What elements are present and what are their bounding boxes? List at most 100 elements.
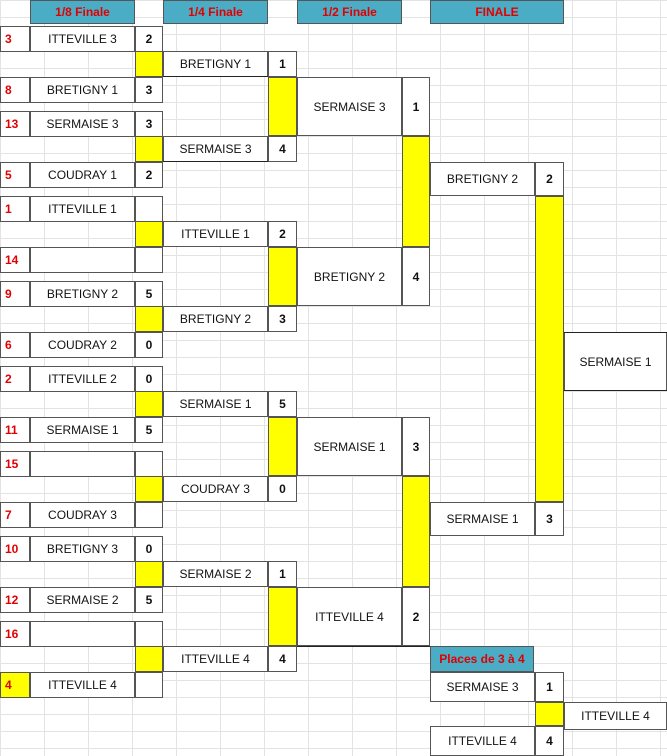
bracket-connector: [268, 587, 297, 646]
team-name: COUDRAY 3: [163, 476, 268, 502]
team-name: SERMAISE 1: [430, 502, 535, 536]
team-name: ITTEVILLE 1: [30, 196, 135, 222]
bracket-connector: [135, 646, 163, 672]
score: 3: [535, 502, 564, 536]
team-name: ITTEVILLE 3: [30, 26, 135, 52]
score: 4: [402, 247, 430, 306]
score: 2: [135, 26, 163, 52]
score: 5: [135, 417, 163, 443]
seed-number: 10: [0, 536, 30, 562]
seed-number: 14: [0, 247, 30, 273]
team-name: BRETIGNY 2: [163, 306, 268, 332]
bracket-line: [163, 76, 268, 77]
team-name: COUDRAY 1: [30, 162, 135, 188]
bracket-connector: [135, 306, 163, 332]
team-name: SERMAISE 1: [163, 391, 268, 417]
round-header: 1/8 Finale: [30, 0, 135, 24]
seed-number: 8: [0, 77, 30, 103]
score: 3: [135, 77, 163, 103]
bracket-line: [297, 646, 430, 647]
score: [135, 247, 163, 273]
bracket-connector: [135, 221, 163, 247]
score: 5: [135, 281, 163, 307]
team-name: BRETIGNY 2: [30, 281, 135, 307]
score: 2: [268, 221, 297, 247]
bracket-connector: [135, 51, 163, 77]
seed-number: 1: [0, 196, 30, 222]
bracket-connector: [268, 417, 297, 476]
round-header: 1/2 Finale: [297, 0, 402, 24]
team-name: [30, 621, 135, 647]
team-name: COUDRAY 3: [30, 502, 135, 528]
team-name: COUDRAY 2: [30, 332, 135, 358]
team-name: ITTEVILLE 4: [163, 646, 268, 672]
team-name: SERMAISE 3: [297, 77, 402, 136]
score: 5: [268, 391, 297, 417]
seed-number: 9: [0, 281, 30, 307]
bracket-connector: [535, 196, 564, 502]
team-name: SERMAISE 2: [163, 561, 268, 587]
bracket-connector: [268, 77, 297, 136]
score: [135, 196, 163, 222]
score: 0: [135, 366, 163, 392]
seed-number: 4: [0, 672, 30, 698]
score: 2: [402, 587, 430, 646]
score: 3: [402, 417, 430, 476]
team-name: ITTEVILLE 4: [30, 672, 135, 698]
bracket-connector: [535, 702, 564, 726]
round-header: FINALE: [430, 0, 564, 24]
team-name: [30, 451, 135, 477]
seed-number: 5: [0, 162, 30, 188]
bracket-connector: [402, 136, 430, 247]
bracket-connector: [135, 391, 163, 417]
round-header: 1/4 Finale: [163, 0, 268, 24]
team-name: BRETIGNY 1: [163, 51, 268, 77]
score: [135, 451, 163, 477]
bracket-connector: [402, 476, 430, 587]
seed-number: 2: [0, 366, 30, 392]
score: 4: [535, 726, 564, 756]
seed-number: 6: [0, 332, 30, 358]
team-name: SERMAISE 2: [30, 587, 135, 613]
bracket-line: [163, 161, 268, 162]
score: 4: [268, 646, 297, 672]
seed-number: 11: [0, 417, 30, 443]
bracket-line: [564, 390, 667, 391]
score: 1: [402, 77, 430, 136]
score: 0: [268, 476, 297, 502]
team-name: ITTEVILLE 4: [430, 726, 535, 756]
team-name: ITTEVILLE 2: [30, 366, 135, 392]
score: [135, 672, 163, 698]
seed-number: 3: [0, 26, 30, 52]
score: 2: [535, 162, 564, 196]
score: 1: [535, 672, 564, 702]
team-name: SERMAISE 3: [163, 136, 268, 162]
score: 0: [135, 332, 163, 358]
bracket-connector: [135, 136, 163, 162]
score: [135, 502, 163, 528]
score: 3: [135, 111, 163, 137]
team-name: BRETIGNY 3: [30, 536, 135, 562]
seed-number: 16: [0, 621, 30, 647]
seed-number: 15: [0, 451, 30, 477]
score: 1: [268, 51, 297, 77]
team-name: [30, 247, 135, 273]
bracket-line: [564, 332, 667, 333]
team-name: ITTEVILLE 4: [297, 587, 402, 646]
team-name: SERMAISE 3: [30, 111, 135, 137]
team-name: SERMAISE 1: [297, 417, 402, 476]
seed-number: 7: [0, 502, 30, 528]
bracket-connector: [135, 476, 163, 502]
team-name: SERMAISE 3: [430, 672, 535, 702]
seed-number: 12: [0, 587, 30, 613]
team-name: BRETIGNY 2: [430, 162, 535, 196]
bracket-connector: [268, 247, 297, 306]
score: [135, 621, 163, 647]
team-name: ITTEVILLE 1: [163, 221, 268, 247]
team-name: SERMAISE 1: [30, 417, 135, 443]
score: 2: [135, 162, 163, 188]
score: 4: [268, 136, 297, 162]
bracket-connector: [135, 561, 163, 587]
winner-name: SERMAISE 1: [564, 332, 667, 391]
score: 3: [268, 306, 297, 332]
